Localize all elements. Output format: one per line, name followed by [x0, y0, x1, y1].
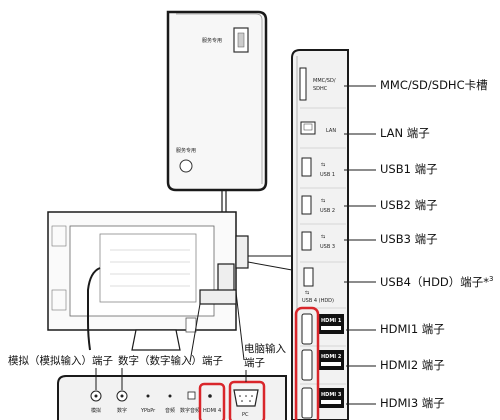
label-hdmi3: HDMI3 端子: [380, 396, 445, 410]
usb4-text: USB 4 (HDD): [302, 298, 334, 304]
digital-port-text: 数字: [117, 407, 127, 414]
usb4-icon: ⇆: [305, 290, 309, 296]
label-usb4: USB4（HDD）端子*3: [380, 276, 494, 288]
service-port-icon: [179, 159, 193, 173]
usb1-text: USB 1: [320, 172, 335, 178]
hdmi1-text: HDMI 1: [321, 318, 342, 324]
tv-back: [47, 211, 249, 351]
usb3-icon: ⇆: [321, 234, 325, 240]
power-cable: [87, 267, 101, 351]
mmc-slot-text-2: SDHC: [313, 86, 328, 92]
label-digital: 数字（数字输入）端子: [118, 355, 223, 367]
service-label-bottom: 服务专用: [176, 147, 196, 154]
hdmi3-port: HDMI 3: [301, 387, 344, 419]
side-terminal-panel: MMC/SD/ SDHC LAN ⇆ USB 1 ⇆ USB 2 ⇆: [291, 49, 349, 420]
pc-port-text: PC: [242, 412, 249, 418]
usb3-text: USB 3: [320, 244, 335, 250]
label-hdmi2: HDMI2 端子: [380, 358, 445, 372]
usb2-icon: ⇆: [321, 198, 325, 204]
optical-port-icon: [187, 391, 196, 400]
label-analog: 模拟（模拟输入）端子: [8, 355, 113, 367]
label-usb4-note: 3: [489, 275, 494, 283]
label-pc-input-line1: 电脑输入: [244, 343, 286, 355]
usb2-port: ⇆ USB 2: [301, 195, 335, 215]
label-mmc-slot: MMC/SD/SDHC卡槽: [380, 78, 488, 92]
pc-highlight: [228, 380, 266, 420]
hdmi2-text: HDMI 2: [321, 354, 342, 360]
vga-port-icon: [233, 389, 259, 407]
service-box: 服务专用 服务专用: [166, 10, 268, 192]
mmc-slot: MMC/SD/ SDHC: [299, 67, 336, 101]
usb1-icon: ⇆: [321, 162, 325, 168]
hdmi3-logo-icon: [321, 400, 341, 404]
label-usb4-text: USB4（HDD）端子*: [380, 274, 490, 289]
label-usb2: USB2 端子: [380, 198, 438, 212]
usb3-port: ⇆ USB 3: [301, 231, 335, 251]
optical-port-text: 数字音频: [180, 407, 200, 414]
audio-port-text: 音频: [165, 407, 175, 414]
hdmi2-logo-icon: [321, 362, 341, 366]
ypbpr-port-text: YPbPr: [140, 408, 156, 414]
hdmi3-text: HDMI 3: [321, 392, 342, 398]
hdmi4-port-text: HDMI 4: [203, 408, 221, 414]
lan-port: LAN: [300, 121, 336, 135]
label-pc-input-line2: 端子: [244, 357, 265, 369]
usb1-port: ⇆ USB 1: [301, 157, 335, 178]
hdmi1-logo-icon: [321, 326, 341, 330]
label-usb3: USB3 端子: [380, 232, 438, 246]
hdmi-highlight: [294, 306, 320, 420]
analog-port-text: 模拟: [91, 407, 101, 414]
hdmi2-port: HDMI 2: [301, 349, 344, 381]
usb2-text: USB 2: [320, 208, 335, 214]
bottom-terminal-panel: 模拟 数字 YPbPr 音频 数字音频 HDMI 4 PC: [57, 375, 287, 420]
right-leader-lines: [344, 85, 376, 405]
service-label-top: 服务专用: [202, 37, 222, 44]
usb4-port: ⇆ USB 4 (HDD): [302, 267, 334, 304]
label-hdmi1: HDMI1 端子: [380, 322, 445, 336]
mmc-slot-text-1: MMC/SD/: [313, 78, 336, 84]
hdmi4-highlight: [198, 382, 226, 420]
label-lan: LAN 端子: [380, 126, 430, 140]
hdmi1-port: HDMI 1: [301, 313, 344, 345]
lan-text: LAN: [326, 128, 336, 134]
label-usb1: USB1 端子: [380, 162, 438, 176]
